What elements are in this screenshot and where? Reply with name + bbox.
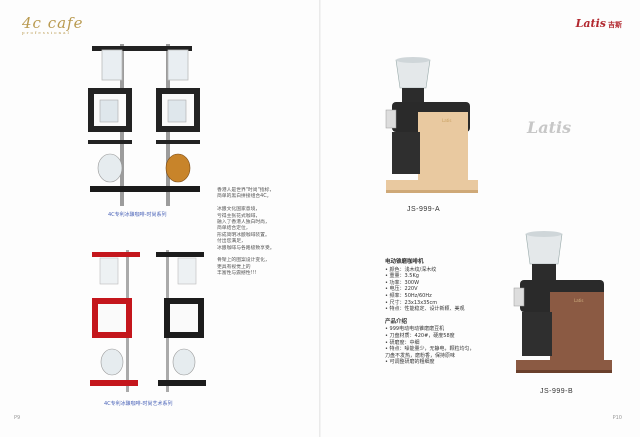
intro-line: • 可调整研磨的粗细度	[385, 359, 435, 366]
spec-line: • 功率：300W	[385, 279, 420, 286]
text-line: 香港人是世界"时尚"指标，	[217, 188, 275, 193]
cold-drip-tower-black-image	[88, 44, 200, 206]
grinder-js-999-a-image: Latis	[385, 57, 478, 193]
intro-line: • 刀盘材质：420#，硬度58度	[385, 332, 455, 339]
model-label-b: JS-999-B	[540, 388, 574, 395]
spec-block: 电动锥磨咖啡机 • 颜色：浅木纹/深木纹 • 重量：3.5Kg • 功率：300…	[385, 259, 475, 366]
page-spine	[319, 0, 321, 437]
intro-title: 产品介绍	[385, 318, 408, 325]
intro-line: • 999电动电动锥磨磨豆机	[385, 326, 445, 333]
spec-line: • 颜色：浅木纹/深木纹	[385, 266, 437, 273]
page-number-left: P9	[14, 415, 21, 421]
spec-line: • 频率：50Hz/60Hz	[385, 292, 432, 299]
text-line: 简单的黑白拼接组合4C。	[217, 194, 272, 200]
text-line: 丰富性与震撼性!!!	[217, 271, 257, 277]
intro-line: • 特点：噪能量少，无静电，颗粒均匀，	[385, 346, 475, 353]
latis-logo-cn: 吉斯	[608, 20, 622, 29]
text-line: 付出您满足，	[217, 239, 246, 245]
text-line: 更具有视觉上的	[217, 264, 251, 270]
svg-text:Latis: Latis	[574, 298, 583, 303]
text-line: 亏得主张花式咖啡，	[217, 213, 261, 219]
spec-line: • 尺寸：23x13x35cm	[385, 299, 438, 306]
svg-text:Latis: Latis	[442, 118, 451, 123]
model-label-a: JS-999-A	[407, 206, 441, 213]
latis-logo-watermark: Latis	[527, 118, 572, 137]
spec-line: • 特点：性能稳定、设计新颖、美观	[385, 306, 465, 313]
text-line: 冰酿咖啡与各路极致享受。	[217, 245, 275, 251]
text-line: 融入了香港人独白时尚，	[217, 220, 270, 226]
grinder-js-999-b-image: Latis	[513, 231, 612, 373]
caption-tower-black: 4C专利冰酿咖啡-时尚系列	[108, 212, 167, 218]
text-line: 形成简明冰酿咖啡装置。	[217, 232, 270, 238]
spec-title: 电动锥磨咖啡机	[385, 259, 424, 265]
intro-line: • 研磨度：中细	[385, 339, 420, 346]
text-line: 简单结合定位，	[217, 226, 251, 232]
caption-tower-red: 4C专利冰酿咖啡-时尚艺术系列	[104, 401, 173, 407]
cold-drip-tower-red-image	[90, 250, 206, 392]
spec-line: • 电压：220V	[385, 286, 418, 293]
page-number-right: P10	[612, 415, 622, 421]
text-line: 冰酿文化国家意境，	[217, 207, 261, 213]
4c-cafe-logo: 4c cafe professional	[22, 14, 84, 35]
4c-cafe-logo-text: 4c cafe	[22, 14, 84, 32]
text-line: 骨架上的图案设计变化，	[217, 258, 270, 264]
4c-cafe-logo-sub: professional	[22, 30, 71, 35]
description-text: 香港人是世界"时尚"指标， 简单的黑白拼接组合4C。 冰酿文化国家意境， 亏得主…	[217, 188, 275, 278]
spec-line: • 重量：3.5Kg	[385, 273, 419, 280]
intro-line: 刀盘不发热，磨粉香，保持原味	[385, 352, 456, 359]
latis-logo-text: Latis	[575, 17, 606, 30]
